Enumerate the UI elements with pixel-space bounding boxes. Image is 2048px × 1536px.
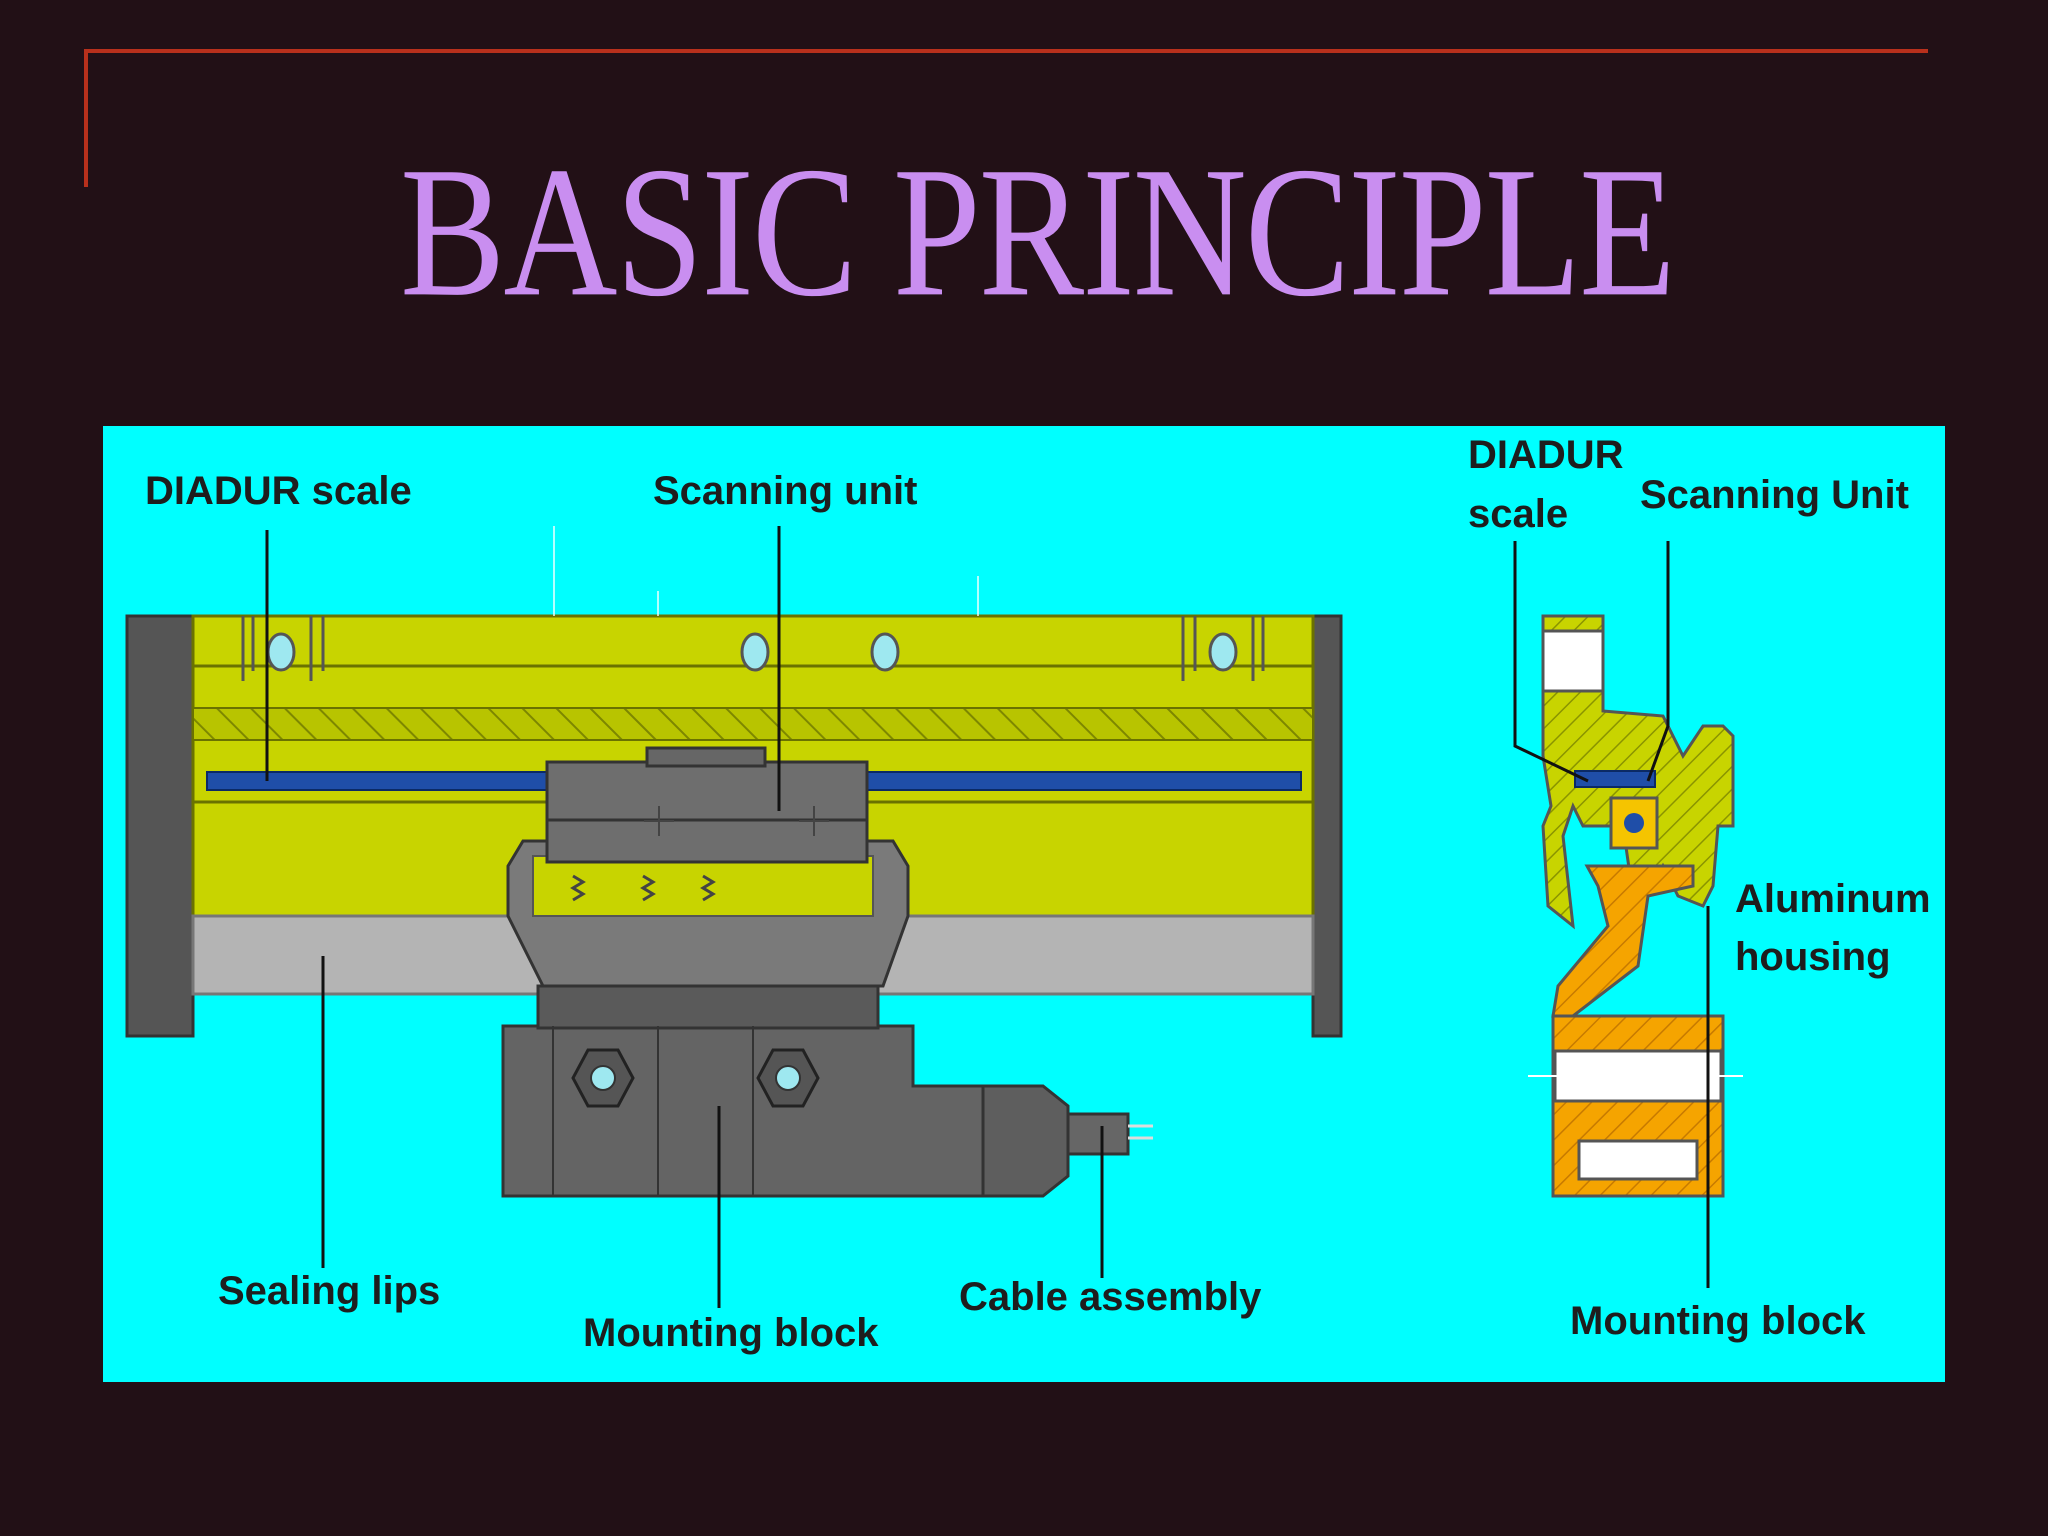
linear-encoder-side-view <box>125 526 1343 1308</box>
label-scanning-unit: Scanning unit <box>653 469 917 513</box>
diagram-panel: DIADUR scale Scanning unit Sealing lips … <box>103 426 1945 1382</box>
scanning-unit-top <box>645 746 767 768</box>
leader-lines-right <box>1513 541 1710 1288</box>
label-diadur-line2: scale <box>1468 492 1568 536</box>
housing-hatched-band <box>192 707 1314 741</box>
label-mounting-block-section: Mounting block <box>1570 1299 1866 1343</box>
mounting-block-body <box>501 1024 985 1198</box>
label-aluminum-line1: Aluminum <box>1735 877 1931 921</box>
label-diadur-line1: DIADUR <box>1468 433 1624 477</box>
label-scanning-unit-section: Scanning Unit <box>1640 473 1909 517</box>
label-cable-assembly: Cable assembly <box>959 1275 1262 1319</box>
leader-lines-left <box>265 526 1104 1308</box>
carriage-spring-area <box>532 855 874 917</box>
label-mounting-block: Mounting block <box>583 1311 879 1355</box>
mounting-block-section-z <box>1551 864 1695 1018</box>
encoder-cross-section <box>1513 541 1743 1288</box>
housing-top-cap <box>1541 629 1605 693</box>
mounting-holes <box>266 632 1238 672</box>
slide-title: BASIC PRINCIPLE <box>400 129 1676 336</box>
cable-assembly-connector <box>1066 1112 1130 1156</box>
scanning-unit-body <box>545 760 869 864</box>
label-aluminum-line2: housing <box>1735 935 1891 979</box>
cable-assembly-body <box>981 1084 1070 1198</box>
mounting-block-section-window <box>1577 1139 1699 1181</box>
end-cap-left <box>125 614 195 1038</box>
label-sealing-lips: Sealing lips <box>218 1269 440 1313</box>
mounting-block-top-plate <box>536 984 880 1030</box>
end-cap-right <box>1311 614 1343 1038</box>
frame-line-left <box>84 49 88 187</box>
diagram-canvas: DIADUR scale Scanning unit Sealing lips … <box>125 433 1931 1355</box>
diadur-scale-section <box>1574 770 1656 788</box>
frame-line-top <box>84 49 1928 53</box>
label-diadur-scale: DIADUR scale <box>145 469 412 513</box>
